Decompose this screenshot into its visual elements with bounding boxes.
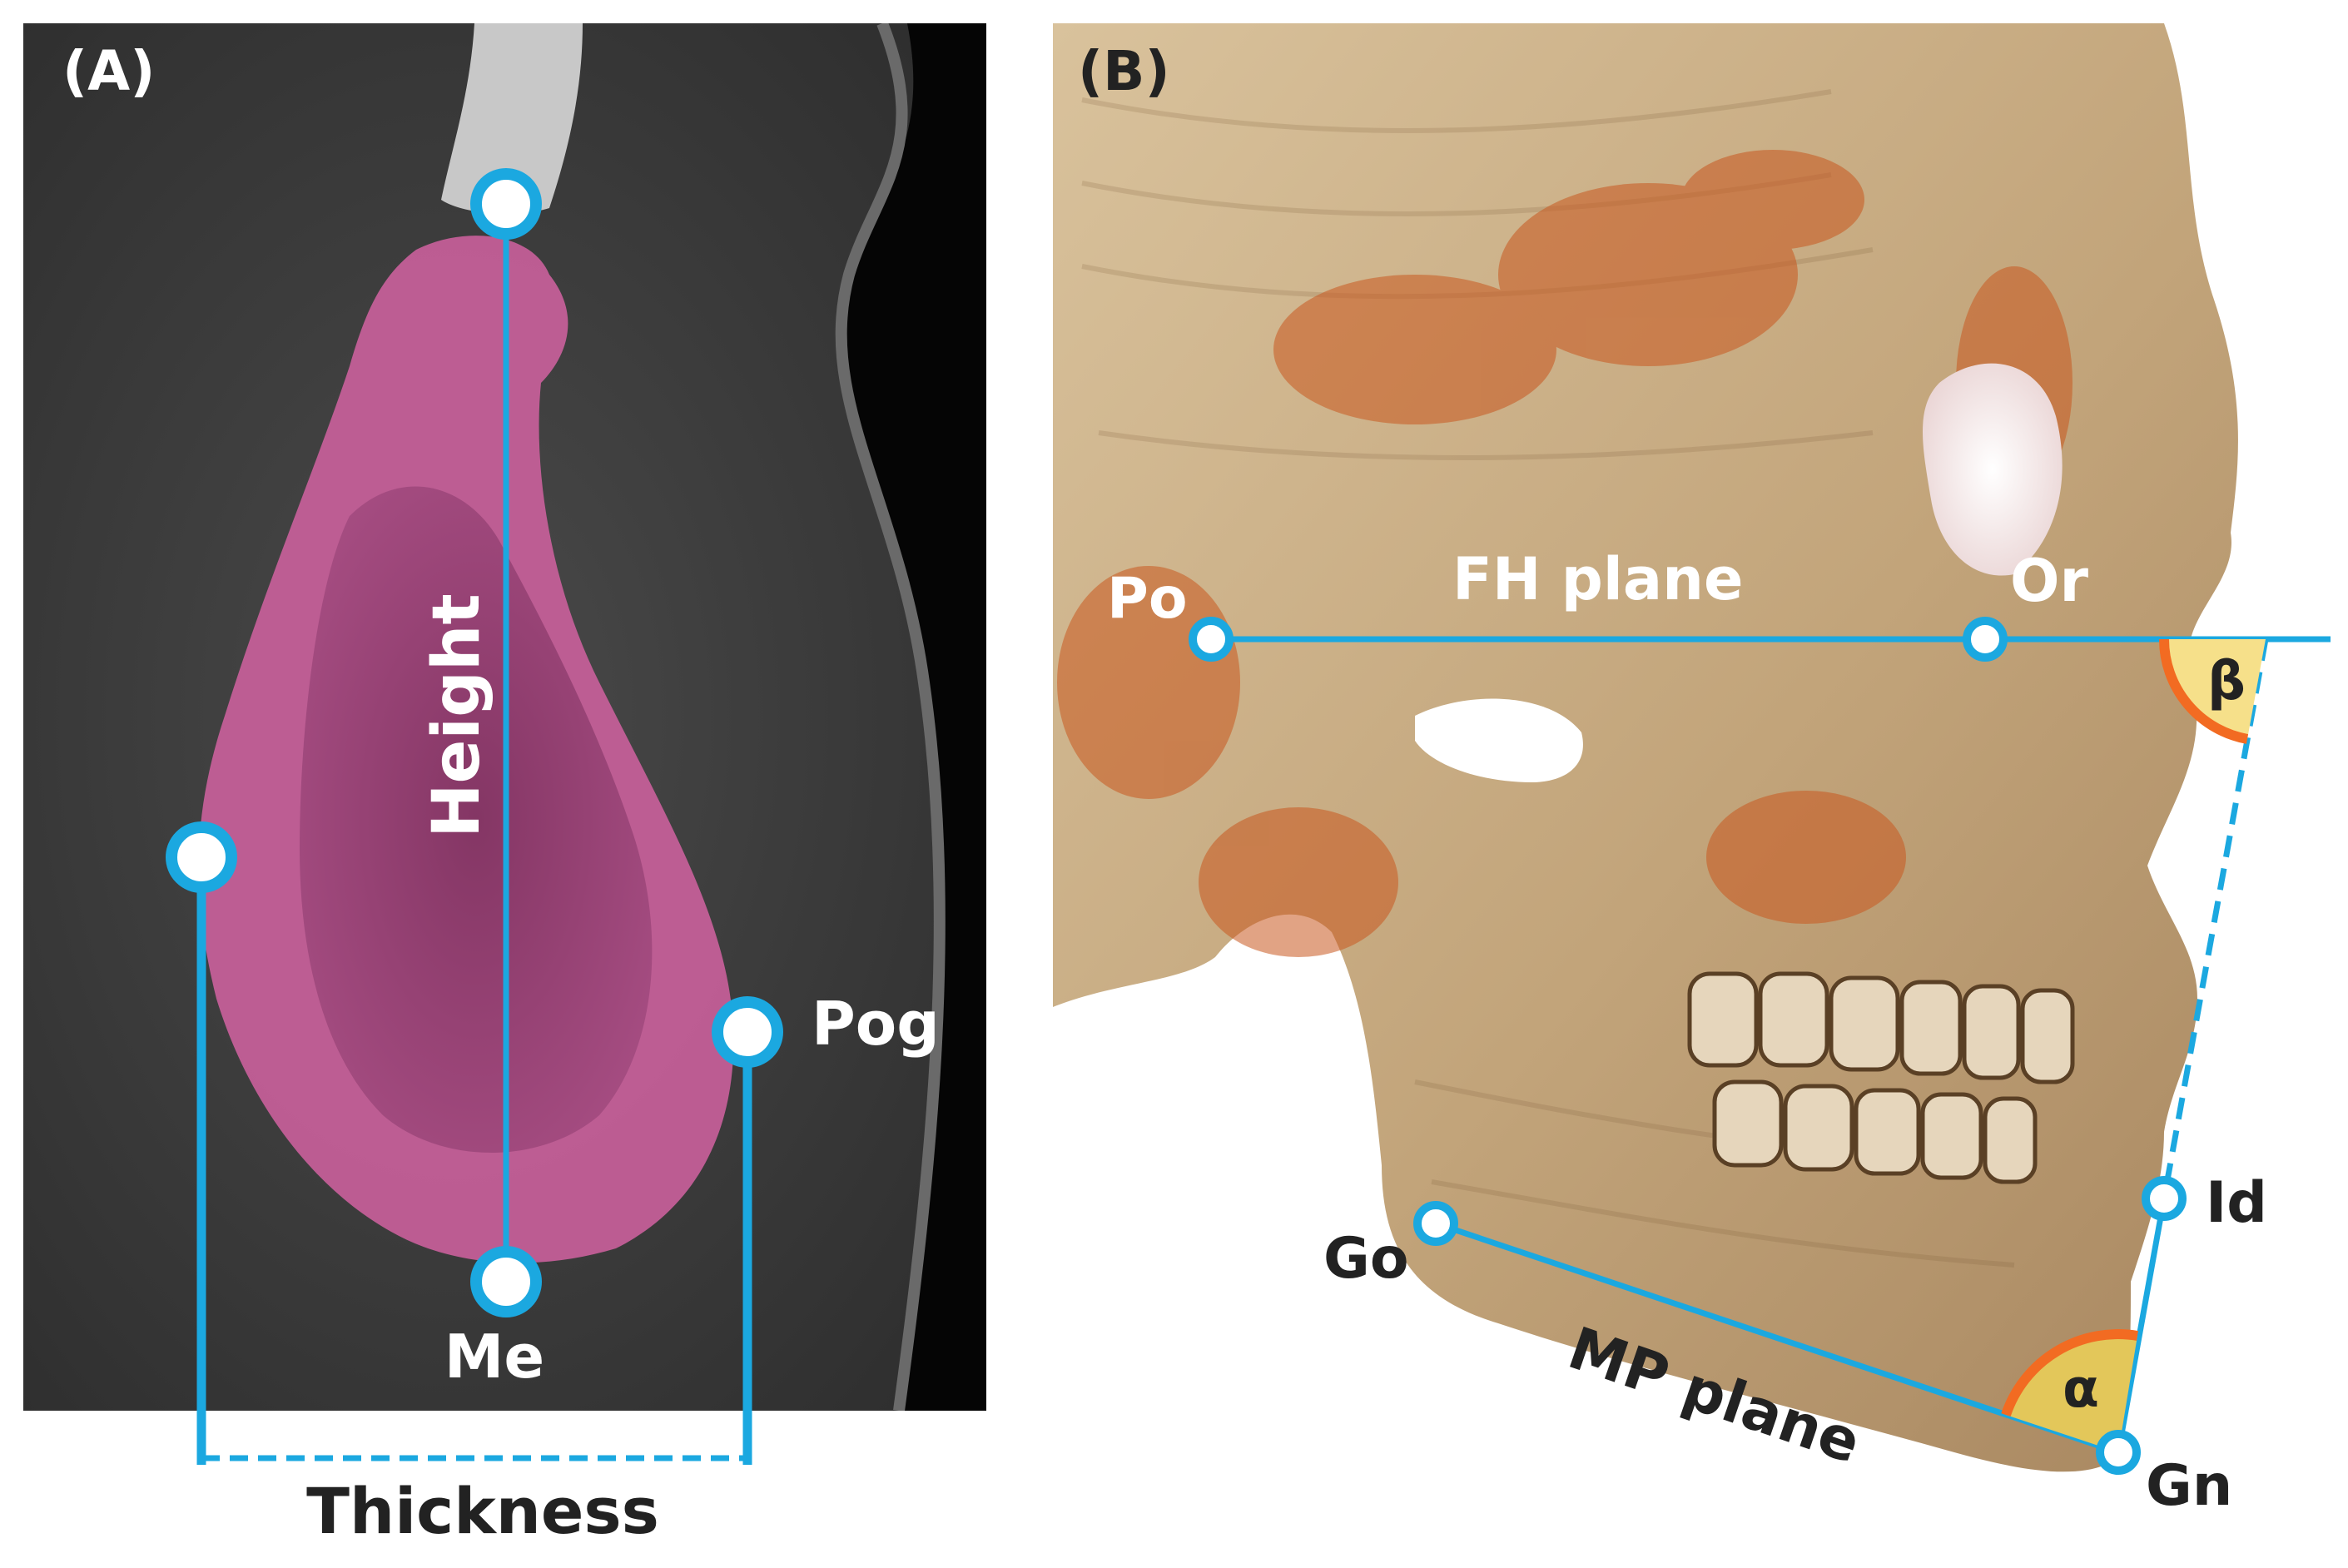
panel-a: (A) Height Pog Me Thickness — [23, 23, 986, 1548]
landmark-or — [1963, 617, 2008, 662]
landmark-po — [1189, 617, 1234, 662]
ct-soft-tissue-edge — [835, 23, 946, 1411]
me-label: Me — [444, 1322, 544, 1392]
panel-a-label: (A) — [62, 39, 155, 103]
landmark-top — [470, 168, 542, 240]
thickness-label: Thickness — [306, 1474, 659, 1548]
mandible-marrow — [300, 486, 653, 1153]
tooth-root — [441, 23, 583, 214]
height-label: Height — [419, 593, 494, 838]
zygomatic-opening — [1415, 698, 1583, 782]
id-gn-line — [2115, 1198, 2167, 1453]
ct-air-region — [841, 23, 986, 1411]
id-label: Id — [2206, 1170, 2267, 1236]
panel-b: (B) Po FH plane Or β Go Id MP plane α Gn — [1053, 23, 2331, 1519]
skull-highlights — [1057, 150, 2072, 957]
beta-angle-marker — [2159, 638, 2266, 744]
orbit — [1923, 363, 2063, 576]
or-label: Or — [2010, 547, 2089, 615]
landmark-buccal — [166, 821, 237, 893]
landmark-pog — [712, 996, 783, 1068]
pog-label: Pog — [812, 989, 940, 1059]
landmark-gn — [2096, 1430, 2141, 1475]
teeth — [1687, 971, 2075, 1184]
panel-b-label: (B) — [1078, 39, 1170, 103]
alpha-angle-marker — [2001, 1329, 2138, 1452]
landmark-go — [1413, 1201, 1458, 1246]
gn-label: Gn — [2146, 1453, 2232, 1519]
landmark-me — [470, 1246, 542, 1317]
landmark-id — [2142, 1176, 2187, 1221]
go-label: Go — [1323, 1226, 1409, 1292]
po-label: Po — [1107, 566, 1188, 632]
alpha-label: α — [2063, 1358, 2099, 1420]
fh-plane-label: FH plane — [1452, 545, 1743, 613]
facial-dashed-line — [2161, 638, 2269, 1199]
beta-label: β — [2207, 651, 2246, 712]
